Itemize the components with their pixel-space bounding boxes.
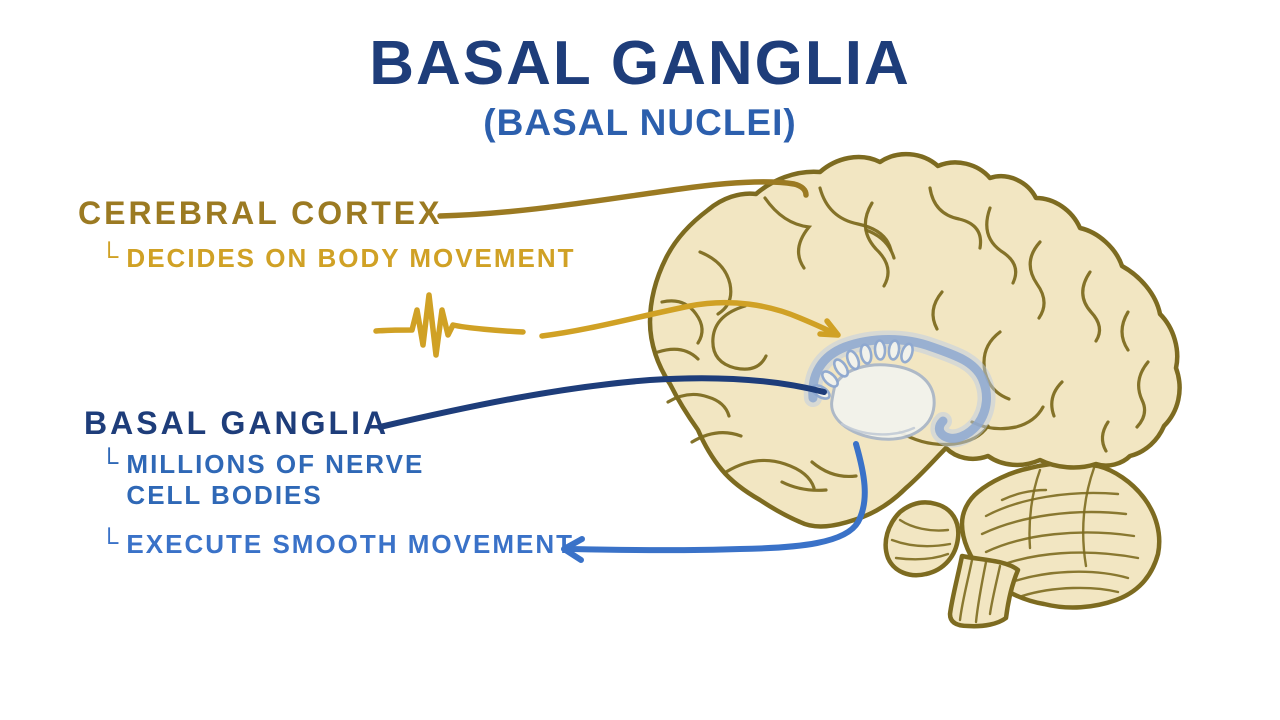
flocculus-striation: [890, 538, 952, 548]
cerebellum-striation: [1082, 466, 1096, 568]
sulcus-line: [1120, 310, 1130, 352]
brainstem-line: [974, 560, 988, 624]
sulcus-line: [864, 228, 896, 260]
execute-smooth-movement-bullet: └EXECUTE SMOOTH MOVEMENT: [100, 527, 574, 560]
sulcus-line: [985, 206, 1018, 285]
sulcus-line: [1100, 420, 1110, 453]
sulcus-line: [928, 186, 983, 250]
brainstem-line: [988, 564, 1002, 616]
sulci-lines: [656, 186, 1150, 492]
sulcus-line: [931, 290, 944, 331]
sulcus-line: [690, 431, 743, 444]
lentiform-shade-line: [840, 422, 916, 436]
sulcus-line: [660, 299, 704, 345]
execute-smooth-movement-text: EXECUTE SMOOTH MOVEMENT: [126, 529, 574, 559]
brainstem-lines: [958, 558, 1002, 624]
cerebellum-striation: [984, 531, 1136, 554]
sulcus-line: [1135, 360, 1150, 429]
basal-ganglia-bullet-nerve-line1: MILLIONS OF NERVE: [126, 449, 425, 479]
flocculus-striation: [898, 518, 950, 532]
caudate-oval: [859, 343, 873, 365]
sulcus-line: [1050, 380, 1064, 418]
brainstem: [947, 553, 1021, 629]
sulcus-line: [666, 392, 731, 418]
caudate-oval: [821, 370, 839, 388]
sulcus-line: [780, 480, 828, 492]
caudate-oval: [900, 342, 914, 364]
brainstem-line: [958, 558, 974, 622]
basal-ganglia-structure: [803, 330, 996, 448]
sulcus-line: [1081, 270, 1102, 343]
caudate-oval: [845, 349, 861, 371]
connectors: [373, 179, 868, 563]
caudate-ovals: [811, 339, 914, 400]
sulcus-line: [1028, 240, 1046, 320]
nerve-impulse-squiggle: [373, 292, 526, 358]
sulcus-line: [724, 458, 816, 490]
cerebellum-striation: [1004, 570, 1130, 586]
caudate-oval: [832, 358, 850, 378]
sub-bullet-glyph: └: [100, 447, 121, 477]
basal-ganglia-bullet-nerve-line2: CELL BODIES: [126, 480, 323, 510]
flocculus: [883, 500, 961, 578]
sub-bullet-glyph: └: [100, 527, 121, 557]
flocculus-striations: [890, 518, 952, 561]
sulcus-line: [711, 304, 768, 371]
impulse-arrow-line: [539, 299, 836, 339]
cerebral-cortex-bullet-text: DECIDES ON BODY MOVEMENT: [126, 243, 576, 273]
cerebellum-striation: [984, 491, 1120, 518]
lentiform-body: [830, 363, 936, 441]
cerebellum-striation: [1000, 488, 1048, 502]
basal-ganglia-rim: [808, 335, 991, 443]
caudate-oval: [887, 339, 901, 361]
flocculus-striation: [894, 552, 950, 561]
cortex-pointer-line: [437, 179, 809, 219]
cerebral-cortex-label: CEREBRAL CORTEX: [78, 195, 443, 231]
page-subtitle: (BASAL NUCLEI): [483, 102, 797, 143]
execute-arrowhead: [561, 536, 585, 563]
sulcus-line: [863, 201, 890, 288]
basal-ganglia-pointer-line: [377, 375, 827, 430]
impulse-arrowhead: [817, 318, 841, 338]
sub-bullet-glyph: └: [100, 241, 121, 271]
basal-ganglia-label: BASAL GANGLIA: [84, 405, 390, 441]
cerebellum-striation: [980, 510, 1128, 536]
execute-arrow-line: [569, 441, 868, 554]
page-title: BASAL GANGLIA: [369, 29, 911, 98]
sulcus-line: [656, 347, 700, 361]
cerebellum-striations: [980, 466, 1140, 598]
cerebellum-striation: [1020, 586, 1120, 598]
sulcus-line: [698, 250, 733, 316]
sulcus-line: [763, 196, 813, 270]
sulcus-line: [818, 186, 893, 252]
cerebellum-striation: [1028, 468, 1042, 550]
sulcus-line: [810, 460, 858, 479]
caudate-oval: [873, 339, 887, 361]
cerebral-cortex-bullet: └DECIDES ON BODY MOVEMENT: [100, 241, 576, 274]
